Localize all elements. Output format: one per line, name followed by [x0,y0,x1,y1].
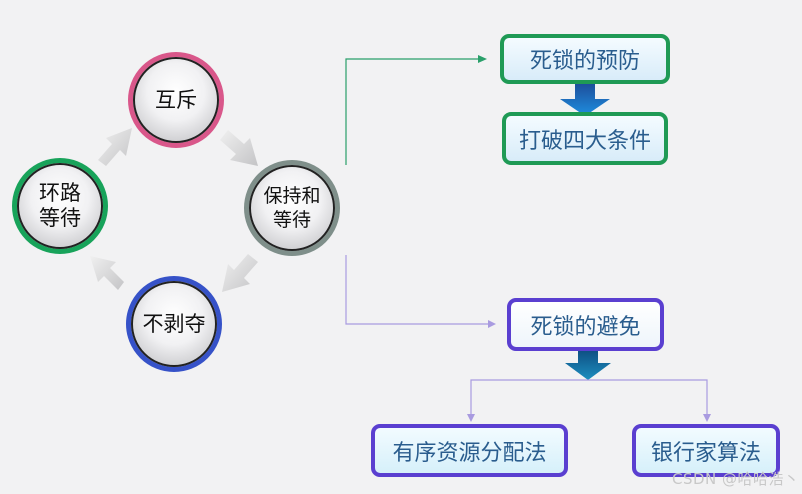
avoidance-title: 死锁的避免 [530,314,641,340]
prevention-connector-arrowhead [478,55,487,63]
avoidance-title-box: 死锁的避免 [507,298,664,351]
avoidance-down-arrow [565,350,611,380]
cycle-arrow-top-left [98,128,132,166]
condition-no-preemption: 不剥夺 [126,276,222,372]
avoidance-method: 银行家算法 [650,440,761,466]
prevention-title: 死锁的预防 [529,49,640,74]
condition-mutual-exclusion: 互斥 [128,52,224,148]
prevention-method: 打破四大条件 [518,128,651,154]
avoidance-branch-right [588,379,708,416]
prevention-down-arrow [560,84,610,116]
condition-label: 环路 等待 [39,181,81,230]
cycle-arrow-bottom-right [222,254,258,292]
prevention-title-box: 死锁的预防 [500,34,670,84]
avoidance-branch-right-arrowhead [703,414,711,422]
avoidance-branch-left [470,379,588,416]
condition-hold-and-wait: 保持和 等待 [244,160,340,256]
cycle-arrow-bottom-left [90,256,124,290]
prevention-method-box: 打破四大条件 [502,112,668,165]
avoidance-branch-left-arrowhead [467,414,475,422]
condition-label: 互斥 [155,87,197,112]
avoidance-connector-arrowhead [488,320,496,328]
avoidance-method-box-bankers-algorithm: 银行家算法 [632,424,780,477]
avoidance-connector [345,255,488,325]
avoidance-method-box-ordered-allocation: 有序资源分配法 [371,424,568,477]
condition-label: 不剥夺 [142,311,206,336]
condition-label: 保持和 等待 [263,185,321,231]
watermark: CSDN @哈哈浩丶 [672,470,800,488]
cycle-arrow-top-right [220,130,258,166]
prevention-connector [345,58,478,165]
avoidance-method: 有序资源分配法 [392,440,547,466]
condition-circular-wait: 环路 等待 [12,158,108,254]
